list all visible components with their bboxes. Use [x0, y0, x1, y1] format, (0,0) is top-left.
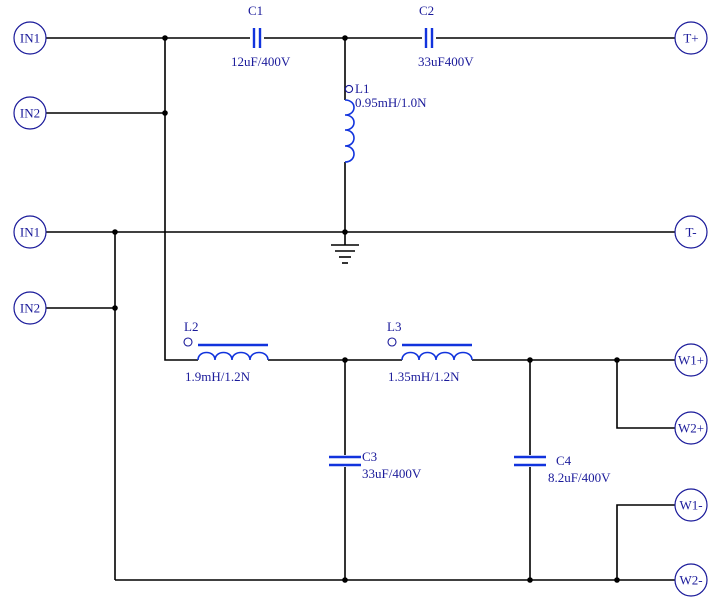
port-label: W2+: [678, 421, 704, 436]
junctions: [112, 35, 620, 583]
l3-ref: L3: [387, 319, 401, 334]
junction-dot: [342, 357, 348, 363]
polarity-dot-icon: [387, 337, 397, 347]
c1-value: 12uF/400V: [231, 54, 291, 69]
port-in2-top[interactable]: IN2: [13, 96, 47, 130]
junction-dot: [342, 35, 348, 41]
l3-value: 1.35mH/1.2N: [388, 369, 460, 384]
port-t-minus[interactable]: T-: [674, 215, 708, 249]
c2-ref: C2: [419, 3, 434, 18]
l1-value: 0.95mH/1.0N: [355, 95, 427, 110]
capacitor-c4: C4 8.2uF/400V: [514, 453, 611, 485]
l1-ref: L1: [355, 81, 369, 96]
c1-ref: C1: [248, 3, 263, 18]
c2-value: 33uF400V: [418, 54, 474, 69]
junction-dot: [112, 229, 118, 235]
capacitor-c3: C3 33uF/400V: [329, 449, 422, 481]
junction-dot: [527, 577, 533, 583]
l2-ref: L2: [184, 319, 198, 334]
junction-dot: [342, 229, 348, 235]
wires: [46, 37, 676, 581]
c4-ref: C4: [556, 453, 572, 468]
capacitor-c2: C2 33uF400V: [418, 3, 474, 69]
c3-value: 33uF/400V: [362, 466, 422, 481]
port-label: IN2: [20, 106, 40, 121]
inductor-l1: L1 0.95mH/1.0N: [344, 81, 427, 163]
port-label: IN1: [20, 31, 40, 46]
port-t-plus[interactable]: T+: [674, 21, 708, 55]
port-in2-mid[interactable]: IN2: [13, 291, 47, 325]
port-in1-mid[interactable]: IN1: [13, 215, 47, 249]
port-label: W1+: [678, 353, 704, 368]
junction-dot: [162, 110, 168, 116]
junction-dot: [112, 305, 118, 311]
junction-dot: [614, 357, 620, 363]
inductor-l3: L3 1.35mH/1.2N: [387, 319, 473, 384]
port-label: T+: [683, 31, 698, 46]
polarity-dot-icon: [183, 337, 193, 347]
polarity-dot-icon: [344, 84, 354, 94]
junction-dot: [342, 577, 348, 583]
junction-dot: [614, 577, 620, 583]
port-label: IN2: [20, 301, 40, 316]
port-in1-top[interactable]: IN1: [13, 21, 47, 55]
port-label: T-: [685, 225, 696, 240]
port-w2-minus[interactable]: W2-: [674, 563, 708, 597]
capacitor-c1: C1 12uF/400V: [231, 3, 291, 69]
inductor-l2: L2 1.9mH/1.2N: [183, 319, 269, 384]
l2-value: 1.9mH/1.2N: [185, 369, 251, 384]
junction-dot: [527, 357, 533, 363]
port-label: W2-: [679, 573, 702, 588]
port-label: IN1: [20, 225, 40, 240]
junction-dot: [162, 35, 168, 41]
c4-value: 8.2uF/400V: [548, 470, 611, 485]
port-w1-minus[interactable]: W1-: [674, 488, 708, 522]
port-label: W1-: [679, 498, 702, 513]
port-w1-plus[interactable]: W1+: [674, 343, 708, 377]
port-w2-plus[interactable]: W2+: [674, 411, 708, 445]
c3-ref: C3: [362, 449, 377, 464]
